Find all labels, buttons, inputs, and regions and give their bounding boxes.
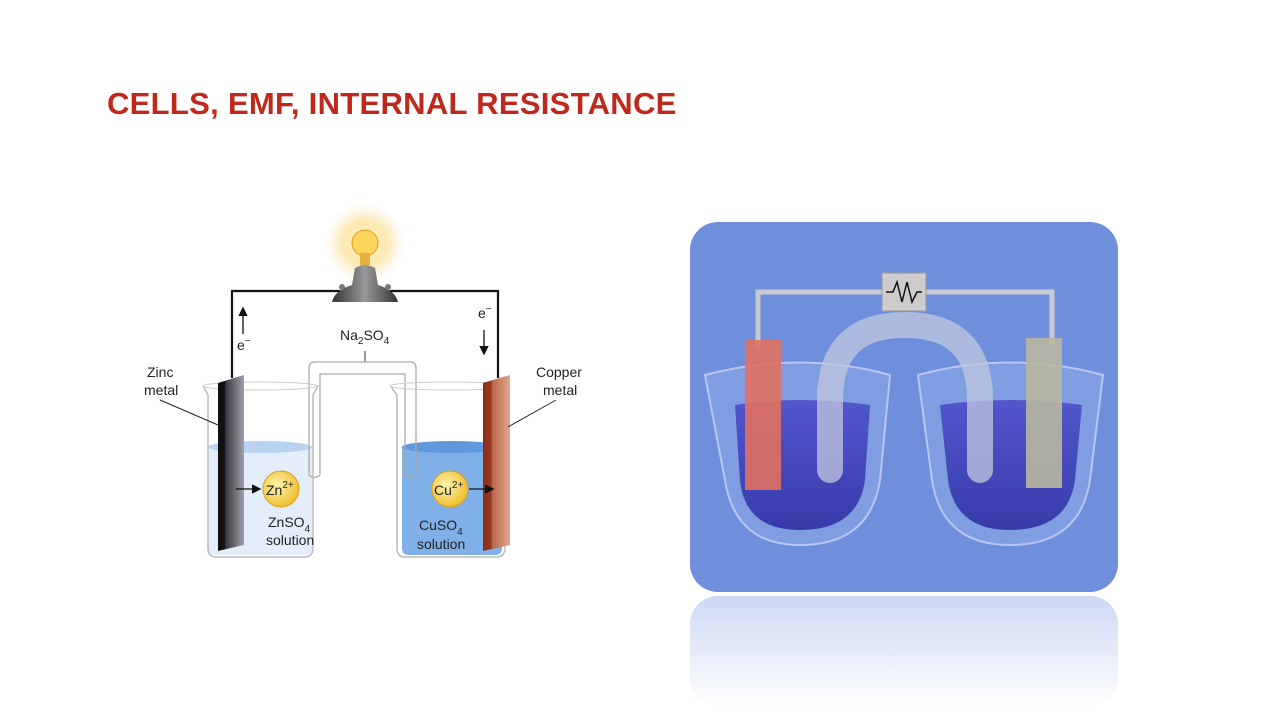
copper-label-2: metal [543,382,577,398]
cuso4-label: CuSO4 [419,517,463,538]
zinc-label-2: metal [144,382,178,398]
copper-electrode [483,375,510,551]
arrow-down-icon [479,330,489,356]
salt-bridge-label: Na2SO4 [340,327,390,347]
copper-label: Copper [536,364,582,380]
arrow-right-icon [236,484,262,494]
zinc-electrode-3d [1026,338,1062,488]
electron-label-left: e− [237,336,251,353]
zinc-label: Zinc [147,364,173,380]
electron-label-right: e− [478,304,492,321]
circuit-wire [230,289,500,378]
cu-ion [431,470,469,508]
cu-ion-label: Cu2+ [434,480,463,498]
znso4-label: ZnSO4 [268,514,311,535]
arrow-right-icon [469,484,495,494]
znso4-solution-word: solution [266,532,314,548]
left-beaker [202,384,319,558]
salt-bridge-3d [817,311,993,483]
zn-ion-label: Zn2+ [266,480,294,498]
slide-title: CELLS, EMF, INTERNAL RESISTANCE [107,86,677,121]
cuso4-solution-word: solution [417,536,465,552]
light-bulb-icon [332,229,398,302]
salt-bridge [308,361,417,479]
picture-reflection [690,596,1118,706]
zinc-electrode [218,375,244,551]
arrow-up-icon [238,306,248,334]
zn-ion [262,470,300,508]
copper-electrode-3d [745,340,781,490]
